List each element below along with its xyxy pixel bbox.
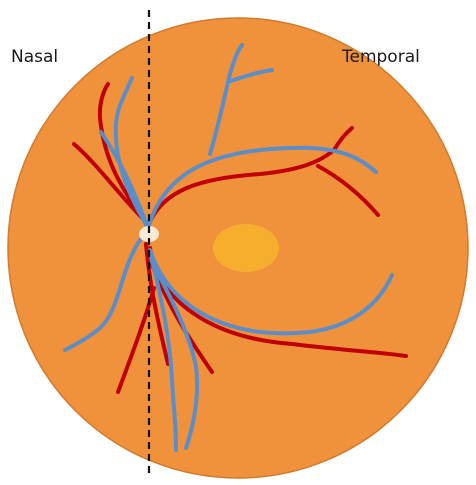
macula (213, 224, 279, 272)
label-nasal: Nasal (11, 47, 58, 67)
label-temporal: Temporal (342, 47, 420, 67)
